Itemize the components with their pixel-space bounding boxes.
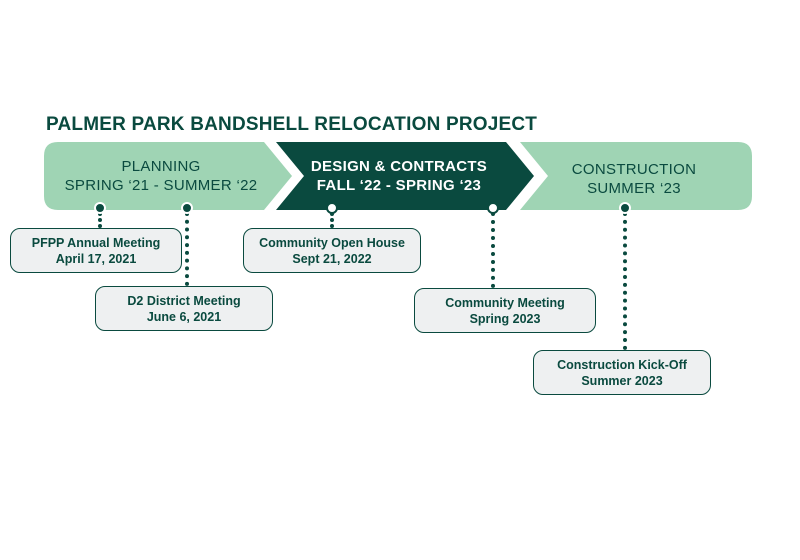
phase-planning-dates: SPRING ‘21 - SUMMER ‘22 (64, 177, 258, 194)
event-name: Community Meeting (445, 296, 565, 310)
event-connector (98, 212, 102, 228)
phase-planning: PLANNING SPRING ‘21 - SUMMER ‘22 (44, 157, 278, 195)
event-card: Community Open House Sept 21, 2022 (243, 228, 421, 273)
event-date: Summer 2023 (581, 374, 663, 388)
event-date: Spring 2023 (469, 312, 541, 326)
event-card: PFPP Annual Meeting April 17, 2021 (10, 228, 182, 273)
event-marker (94, 202, 106, 214)
event-connector (623, 212, 627, 350)
event-marker (181, 202, 193, 214)
phase-construction: CONSTRUCTION SUMMER ‘23 (534, 160, 734, 198)
phase-design-name: DESIGN & CONTRACTS (310, 158, 488, 175)
event-card: D2 District Meeting June 6, 2021 (95, 286, 273, 331)
event-name: Community Open House (259, 236, 405, 250)
phase-planning-name: PLANNING (121, 158, 201, 175)
event-date: June 6, 2021 (146, 310, 222, 324)
event-card: Community Meeting Spring 2023 (414, 288, 596, 333)
event-connector (330, 212, 334, 228)
event-connector (491, 212, 495, 288)
event-marker (487, 202, 499, 214)
phase-design-shape (276, 142, 534, 210)
diagram-title: PALMER PARK BANDSHELL RELOCATION PROJECT (46, 114, 538, 135)
event-connector (185, 212, 189, 286)
event-date: April 17, 2021 (55, 252, 137, 266)
phase-construction-dates: SUMMER ‘23 (587, 180, 681, 197)
phase-construction-name: CONSTRUCTION (571, 161, 697, 178)
event-name: Construction Kick-Off (557, 358, 687, 372)
event-date: Sept 21, 2022 (292, 252, 372, 266)
event-name: D2 District Meeting (127, 294, 241, 308)
event-name: PFPP Annual Meeting (31, 236, 161, 250)
event-card: Construction Kick-Off Summer 2023 (533, 350, 711, 395)
phase-construction-shape (520, 142, 752, 210)
event-marker (326, 202, 338, 214)
phase-planning-shape (44, 142, 292, 210)
phase-design: DESIGN & CONTRACTS FALL ‘22 - SPRING ‘23 (288, 157, 510, 195)
event-marker (619, 202, 631, 214)
phase-design-dates: FALL ‘22 - SPRING ‘23 (316, 177, 482, 194)
